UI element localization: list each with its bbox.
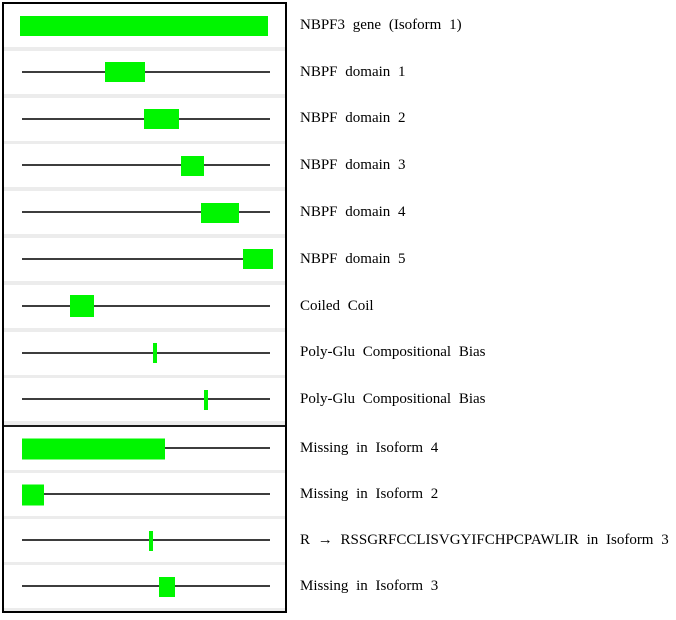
track-row-nbpf-domain-2 <box>4 97 285 145</box>
track-row-nbpf-domain-5 <box>4 237 285 285</box>
nbpf-domain-1-domain-box <box>105 62 145 83</box>
track-row-nbpf-domain-3 <box>4 144 285 191</box>
protein-backbone-line <box>22 257 270 260</box>
row-label-nbpf-domain-2: NBPF domain 2 <box>300 110 406 127</box>
track-row-substitution-isoform-3 <box>4 519 285 565</box>
track-row-missing-isoform-2 <box>4 473 285 519</box>
protein-backbone-line <box>22 398 270 401</box>
track-row-missing-isoform-4 <box>4 427 285 473</box>
row-label-coiled-coil: Coiled Coil <box>300 297 374 314</box>
row-label-missing-isoform-4: Missing in Isoform 4 <box>300 439 439 456</box>
poly-glu-bias-2-tick <box>204 389 208 410</box>
label-row: NBPF3 gene (Isoform 1) <box>287 2 676 49</box>
protein-backbone-line <box>22 211 270 214</box>
track-card <box>4 144 285 188</box>
label-row: R → RSSGRFCCLISVGYIFCHPCPAWLIR in Isofor… <box>287 517 676 563</box>
track-card <box>4 284 285 328</box>
protein-backbone-line <box>22 70 270 73</box>
protein-backbone-line <box>22 539 270 542</box>
track-row-coiled-coil <box>4 284 285 332</box>
track-card <box>4 331 285 375</box>
track-row-nbpf-domain-1 <box>4 50 285 98</box>
protein-backbone-line <box>22 493 270 496</box>
track-card <box>4 237 285 281</box>
label-row: Missing in Isoform 4 <box>287 425 676 471</box>
row-label-nbpf-domain-5: NBPF domain 5 <box>300 250 406 267</box>
missing-isoform-3-domain-box <box>159 576 175 597</box>
row-label-poly-glu-bias-1: Poly-Glu Compositional Bias <box>300 344 486 361</box>
poly-glu-bias-1-tick <box>153 343 157 364</box>
nbpf-domain-5-domain-box <box>243 249 273 270</box>
track-row-poly-glu-bias-1 <box>4 331 285 379</box>
coiled-coil-domain-box <box>70 295 94 318</box>
label-row: Coiled Coil <box>287 283 676 330</box>
row-label-nbpf-domain-1: NBPF domain 1 <box>300 63 406 80</box>
nbpf-domain-3-domain-box <box>181 155 204 176</box>
track-card <box>4 519 285 563</box>
label-row: NBPF domain 2 <box>287 96 676 143</box>
track-card <box>4 427 285 471</box>
nbpf-domain-4-domain-box <box>201 202 239 223</box>
label-row: Poly-Glu Compositional Bias <box>287 376 676 423</box>
gene-isoform-1-gene-bar <box>20 15 268 36</box>
label-row: Poly-Glu Compositional Bias <box>287 330 676 377</box>
track-row-poly-glu-bias-2 <box>4 378 285 425</box>
track-row-gene-isoform-1 <box>4 4 285 51</box>
annotation-track-group <box>4 4 285 425</box>
label-column: NBPF3 gene (Isoform 1) NBPF domain 1 NBPF … <box>287 2 676 609</box>
row-label-nbpf-domain-3: NBPF domain 3 <box>300 157 406 174</box>
label-row: Missing in Isoform 3 <box>287 563 676 609</box>
track-card <box>4 378 285 422</box>
track-card <box>4 50 285 94</box>
row-label-substitution-isoform-3: R → RSSGRFCCLISVGYIFCHPCPAWLIR in Isofor… <box>300 531 669 548</box>
row-label-nbpf-domain-4: NBPF domain 4 <box>300 204 406 221</box>
protein-backbone-line <box>22 164 270 167</box>
track-row-nbpf-domain-4 <box>4 191 285 238</box>
track-card <box>4 191 285 235</box>
label-row: NBPF domain 4 <box>287 189 676 236</box>
label-row: NBPF domain 3 <box>287 142 676 189</box>
label-row: NBPF domain 5 <box>287 236 676 283</box>
isoform-track-group <box>4 427 285 611</box>
protein-backbone-line <box>22 585 270 588</box>
substitution-isoform-3-tick <box>149 530 153 551</box>
row-label-missing-isoform-3: Missing in Isoform 3 <box>300 577 439 594</box>
protein-backbone-line <box>22 304 270 307</box>
nbpf-domain-2-domain-box <box>144 109 179 130</box>
row-label-poly-glu-bias-2: Poly-Glu Compositional Bias <box>300 391 486 408</box>
label-row: Missing in Isoform 2 <box>287 471 676 517</box>
panel-divider <box>4 425 285 428</box>
row-label-missing-isoform-2: Missing in Isoform 2 <box>300 485 439 502</box>
protein-backbone-line <box>22 351 270 354</box>
label-row: NBPF domain 1 <box>287 49 676 96</box>
row-label-gene-isoform-1: NBPF3 gene (Isoform 1) <box>300 16 462 33</box>
track-card <box>4 473 285 517</box>
track-card <box>4 565 285 609</box>
track-panel <box>2 2 287 614</box>
track-card <box>4 97 285 141</box>
track-card <box>4 4 285 47</box>
missing-isoform-4-region-bar <box>22 438 165 460</box>
track-row-missing-isoform-3 <box>4 565 285 611</box>
missing-isoform-2-region-bar <box>22 484 44 506</box>
